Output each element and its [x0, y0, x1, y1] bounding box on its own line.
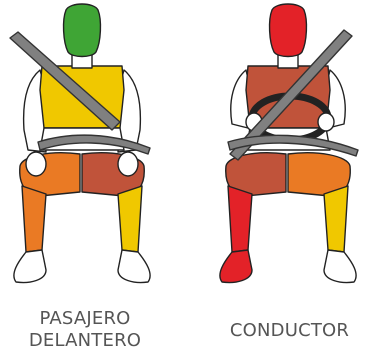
- passenger-head: [62, 3, 102, 58]
- driver-right-hand: [317, 112, 335, 132]
- driver-left-foot: [219, 249, 253, 284]
- passenger-shoulder-belt: [9, 31, 121, 131]
- passenger-left-shin: [21, 185, 47, 253]
- driver-right-shin: [323, 185, 349, 253]
- passenger-lap-belt: [37, 134, 151, 155]
- passenger-right-foot: [117, 249, 151, 284]
- driver-caption-line-1: CONDUCTOR: [229, 320, 350, 341]
- driver-caption: CONDUCTOR: [212, 320, 367, 342]
- passenger-left-hand: [25, 151, 47, 177]
- passenger-caption-line-1: PASAJERO: [39, 308, 131, 329]
- passenger-left-foot: [13, 249, 47, 284]
- driver-head: [268, 3, 308, 58]
- driver-figure: [219, 3, 359, 284]
- passenger-caption: PASAJERO DELANTERO: [10, 308, 160, 352]
- passenger-caption-line-2: DELANTERO: [28, 330, 142, 351]
- driver-right-foot: [323, 249, 357, 284]
- passenger-right-shin: [117, 185, 143, 253]
- driver-lap-belt: [227, 134, 359, 157]
- passenger-right-hand: [117, 151, 139, 177]
- passenger-figure: [9, 3, 151, 284]
- driver-left-shin: [227, 185, 253, 253]
- driver-shoulder-belt: [229, 29, 353, 161]
